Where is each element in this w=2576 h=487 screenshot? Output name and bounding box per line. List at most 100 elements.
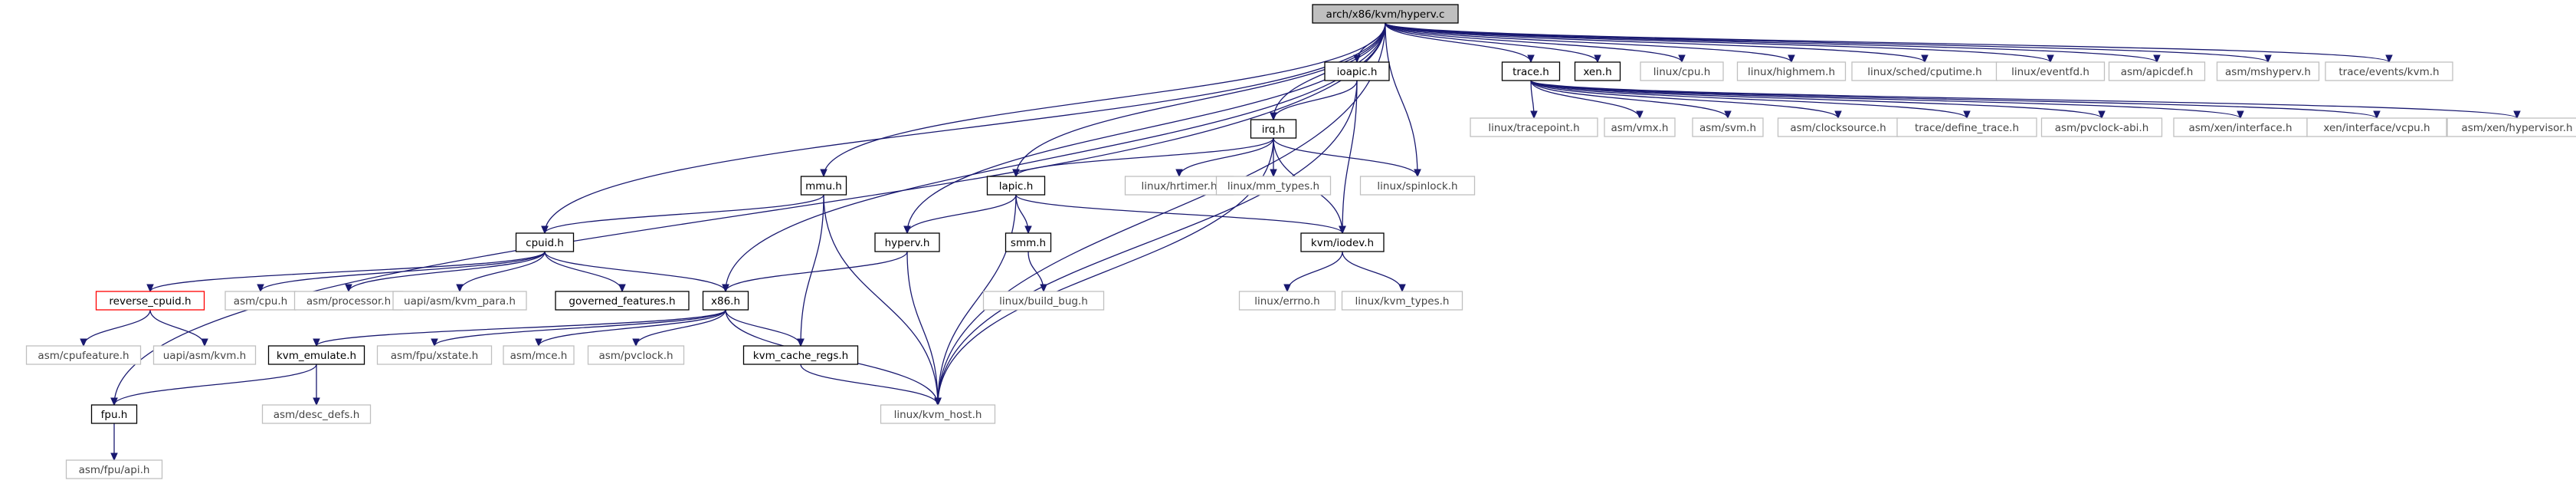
node-box-lapic — [986, 176, 1046, 196]
arrowhead-hyperv-to-x86 — [722, 284, 729, 293]
edge-root-to-mshyperv — [1385, 22, 2269, 63]
node-label-uapikvm: uapi/asm/kvm.h — [163, 350, 247, 362]
edge-cpuid-to-asmproc — [348, 251, 546, 292]
node-label-lapic: lapic.h — [999, 180, 1034, 192]
node-vmx: asm/vmx.h — [1604, 117, 1676, 137]
edge-root-to-eventfd — [1385, 22, 2051, 63]
edge-trace-to-xenhyp — [1530, 80, 2518, 119]
edge-trace-to-xenvcpu — [1530, 80, 2378, 119]
node-mmu[interactable]: mmu.h — [800, 176, 847, 196]
node-hrtimer: linux/hrtimer.h — [1124, 176, 1234, 196]
edge-irq-to-spinlock — [1273, 137, 1418, 177]
arrowhead-root-to-mmu — [820, 169, 828, 178]
node-label-revcpuid: reverse_cpuid.h — [109, 295, 191, 308]
arrowhead-trace-to-definetrace — [1963, 110, 1971, 120]
edge-cpuid-to-x86 — [544, 251, 726, 292]
node-smm[interactable]: smm.h — [1005, 232, 1052, 252]
arrowhead-root-to-ioapic — [1353, 54, 1361, 64]
node-cpuid[interactable]: cpuid.h — [515, 232, 575, 252]
node-mshyperv: asm/mshyperv.h — [2216, 61, 2320, 81]
edge-x86-to-xstate — [434, 309, 726, 347]
node-box-apicdef — [2108, 61, 2206, 81]
node-box-irq — [1250, 119, 1297, 139]
node-label-vmx: asm/vmx.h — [1611, 122, 1669, 134]
node-hyperv[interactable]: hyperv.h — [874, 232, 940, 252]
edge-lapic-to-kvmhost — [937, 194, 1017, 406]
node-label-xstate: asm/fpu/xstate.h — [391, 350, 478, 362]
arrowhead-trace-to-tracepoint — [1530, 110, 1538, 120]
arrowhead-root-to-mshyperv — [2264, 54, 2272, 64]
node-label-asmcpufeature: asm/cpufeature.h — [38, 350, 129, 362]
node-label-smm: smm.h — [1011, 237, 1046, 249]
node-box-asmcpu — [224, 291, 297, 311]
node-box-kvmemu — [267, 345, 365, 365]
arrowhead-root-to-tracekvm — [2385, 54, 2393, 64]
node-box-xstate — [376, 345, 493, 365]
edge-hyperv-to-kvmhost — [906, 251, 939, 406]
edge-lapic-to-kvmiodev — [1015, 194, 1343, 234]
edge-kvmiodev-to-kvmtypes — [1342, 251, 1403, 292]
node-kvmiodev[interactable]: kvm/iodev.h — [1300, 232, 1385, 252]
node-box-linuxcpu — [1640, 61, 1724, 81]
arrowhead-revcpuid-to-asmcpufeature — [80, 338, 87, 347]
node-cputime: linux/sched/cputime.h — [1851, 61, 1998, 81]
node-govfeat[interactable]: governed_features.h — [555, 291, 690, 311]
arrowhead-cpuid-to-uapikvmpara — [456, 284, 464, 293]
arrowhead-kvmiodev-to-kvmtypes — [1398, 284, 1406, 293]
node-fpu[interactable]: fpu.h — [90, 404, 138, 424]
node-box-mce — [503, 345, 575, 365]
node-box-hyperv — [874, 232, 940, 252]
arrowhead-x86-to-kvmemu — [313, 338, 320, 347]
node-label-highmem: linux/highmem.h — [1748, 66, 1835, 78]
node-asmcpu: asm/cpu.h — [224, 291, 297, 311]
node-xstate: asm/fpu/xstate.h — [376, 345, 493, 365]
node-box-asmproc — [293, 291, 404, 311]
node-box-revcpuid — [95, 291, 205, 311]
node-label-buildbug: linux/build_bug.h — [999, 295, 1088, 308]
arrowhead-lapic-to-hyperv — [903, 225, 911, 235]
node-box-xen — [1574, 61, 1621, 81]
node-label-mmtypes: linux/mm_types.h — [1227, 180, 1319, 192]
edge-root-to-kvmhost — [937, 22, 1386, 406]
node-xen[interactable]: xen.h — [1574, 61, 1621, 81]
node-box-kvmtypes — [1341, 291, 1463, 311]
node-asmcpufeature: asm/cpufeature.h — [25, 345, 142, 365]
node-box-errno — [1238, 291, 1336, 311]
node-box-svm — [1692, 117, 1764, 137]
arrowhead-trace-to-vmx — [1636, 110, 1644, 120]
edge-x86-to-mce — [538, 309, 726, 347]
node-box-tracepoint — [1470, 117, 1598, 137]
node-mmtypes: linux/mm_types.h — [1215, 176, 1332, 196]
edge-hyperv-to-x86 — [725, 251, 908, 292]
node-label-govfeat: governed_features.h — [569, 295, 675, 308]
node-root[interactable]: arch/x86/kvm/hyperv.c — [1312, 4, 1459, 24]
node-eventfd: linux/eventfd.h — [1995, 61, 2106, 81]
node-ioapic[interactable]: ioapic.h — [1324, 61, 1390, 81]
arrowhead-kvmemu-to-descdefs — [313, 397, 320, 406]
node-box-mmu — [800, 176, 847, 196]
edge-x86-to-kvmcache — [725, 309, 801, 347]
node-x86[interactable]: x86.h — [702, 291, 749, 311]
arrowhead-kvmemu-to-fpu — [110, 397, 118, 406]
node-box-smm — [1005, 232, 1052, 252]
node-revcpuid[interactable]: reverse_cpuid.h — [95, 291, 205, 311]
node-mce: asm/mce.h — [503, 345, 575, 365]
node-lapic[interactable]: lapic.h — [986, 176, 1046, 196]
arrowhead-ioapic-to-irq — [1270, 112, 1277, 121]
edge-mmu-to-cpuid — [544, 194, 824, 234]
node-trace[interactable]: trace.h — [1501, 61, 1561, 81]
node-irq[interactable]: irq.h — [1250, 119, 1297, 139]
node-label-definetrace: trace/define_trace.h — [1915, 122, 2019, 134]
edge-root-to-xen — [1385, 22, 1598, 63]
edge-root-to-linuxcpu — [1385, 22, 1683, 63]
edge-root-to-apicdef — [1385, 22, 2158, 63]
node-kvmemu[interactable]: kvm_emulate.h — [267, 345, 365, 365]
node-label-kvmhost: linux/kvm_host.h — [894, 409, 982, 421]
node-label-xen: xen.h — [1583, 66, 1611, 78]
edge-revcpuid-to-uapikvm — [149, 309, 205, 347]
edge-trace-to-clocksource — [1530, 80, 1839, 119]
arrowhead-x86-to-xstate — [431, 338, 438, 347]
node-spinlock: linux/spinlock.h — [1359, 176, 1476, 196]
node-kvmcache[interactable]: kvm_cache_regs.h — [742, 345, 859, 365]
arrowhead-root-to-xen — [1594, 54, 1601, 64]
